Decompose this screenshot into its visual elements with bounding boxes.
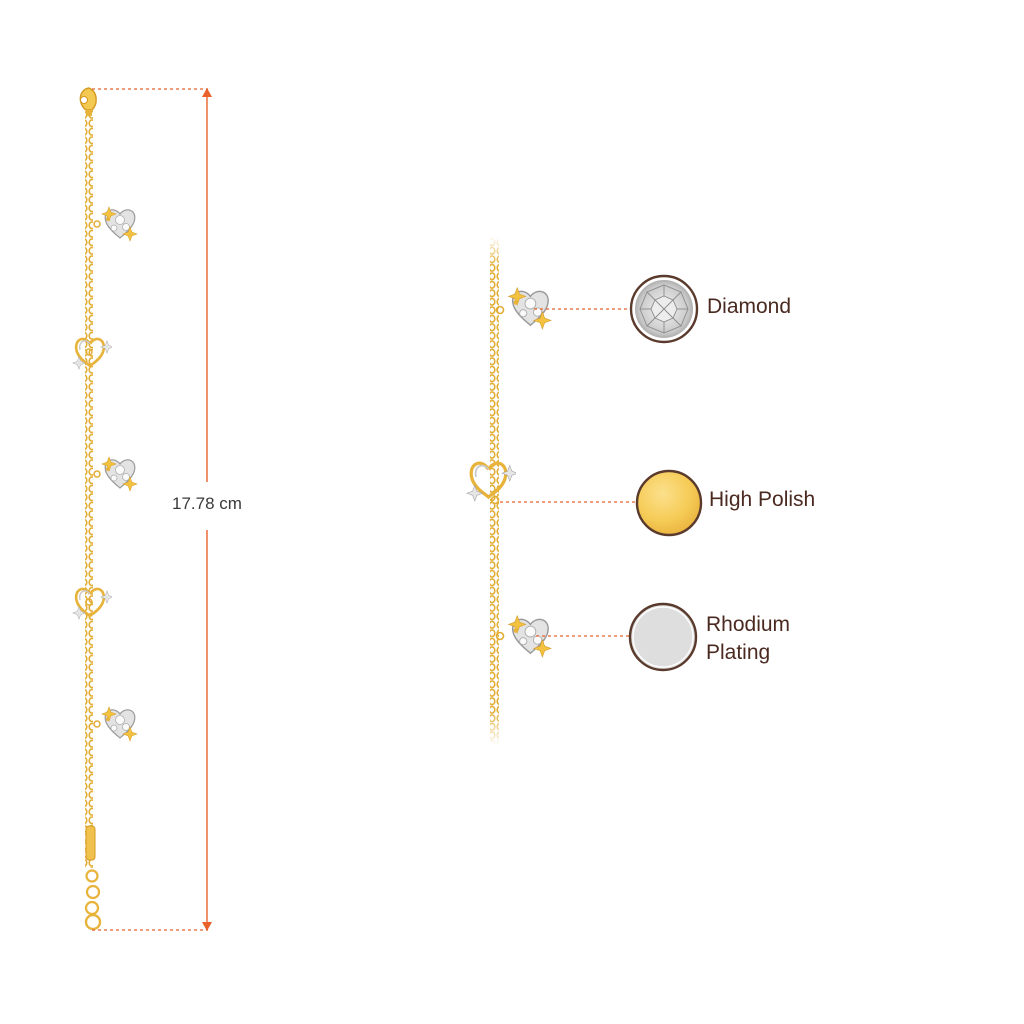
rhodium-swatch bbox=[628, 602, 698, 672]
rhodium-label-line-2: Plating bbox=[706, 641, 771, 664]
diamond-swatch bbox=[629, 274, 699, 344]
heart-with-stars-charm-icon bbox=[102, 207, 137, 241]
full-bracelet bbox=[73, 87, 138, 931]
heart-with-stars-charm-icon bbox=[102, 457, 137, 491]
detail-chain bbox=[467, 236, 551, 746]
diamond-label: Diamond bbox=[707, 295, 792, 318]
lobster-clasp-icon bbox=[79, 87, 97, 116]
rhodium-plating-label: Rhodium Plating bbox=[706, 611, 790, 667]
extender-rings bbox=[84, 869, 102, 931]
brand-tag bbox=[85, 825, 96, 861]
length-measurement-label: 17.78 cm bbox=[172, 494, 242, 513]
bracelet-chain bbox=[85, 108, 93, 868]
high-polish-label: High Polish bbox=[709, 488, 816, 511]
rhodium-label-line-1: Rhodium bbox=[706, 613, 791, 636]
callout-leaders bbox=[500, 308, 636, 637]
length-dimension bbox=[92, 88, 212, 931]
heart-with-stars-charm-icon bbox=[102, 707, 137, 741]
heart-with-stars-charm-icon bbox=[509, 288, 551, 329]
high-polish-swatch bbox=[635, 469, 703, 537]
diamond-facets-icon bbox=[639, 284, 689, 334]
